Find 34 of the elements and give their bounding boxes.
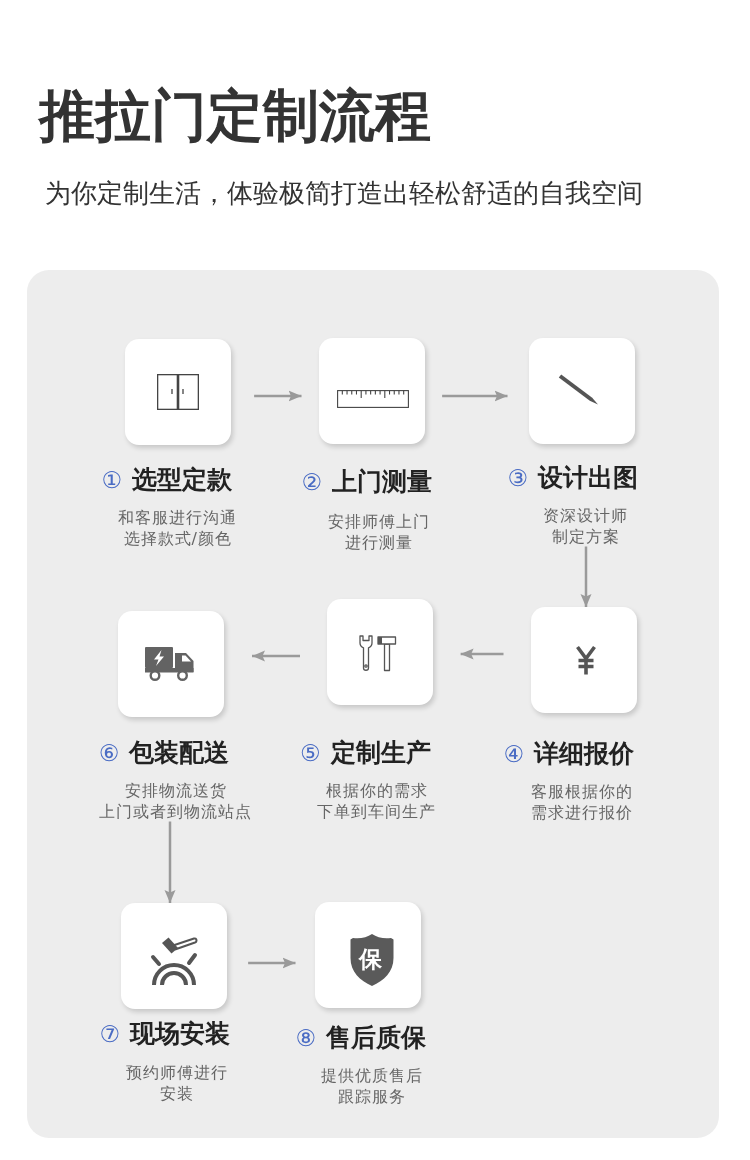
- step-description: 提供优质售后跟踪服务: [321, 1064, 424, 1107]
- step-title: 选型定款: [132, 465, 233, 495]
- arrow: [460, 648, 504, 660]
- arrow: [580, 546, 592, 607]
- step-title: 设计出图: [538, 463, 639, 493]
- subtitle: 为你定制生活，体验极简打造出轻松舒适的自我空间: [45, 177, 643, 209]
- step-number: ①: [101, 466, 123, 495]
- step-number: ⑤: [300, 739, 321, 768]
- arrow: [254, 390, 302, 402]
- shield-label: 保: [358, 945, 382, 972]
- step-number: ④: [503, 740, 525, 769]
- step-title: 现场安装: [130, 1019, 231, 1049]
- step-title: 上门测量: [332, 467, 433, 497]
- arrow: [248, 957, 296, 969]
- page-title: 推拉门定制流程: [39, 82, 431, 150]
- step-title: 详细报价: [534, 739, 635, 769]
- step-description: 资深设计师制定方案: [543, 504, 629, 547]
- step-description: 客服根据你的需求进行报价: [530, 780, 633, 823]
- step-number: ⑥: [98, 739, 120, 768]
- step-number: ③: [507, 464, 529, 493]
- step-description: 和客服进行沟通选择款式/颜色: [118, 507, 238, 549]
- step-description: 预约师傅进行安装: [125, 1061, 228, 1104]
- step-description: 根据你的需求下单到车间生产: [317, 779, 437, 822]
- step-title: 定制生产: [330, 738, 431, 768]
- step-title: 售后质保: [326, 1023, 427, 1053]
- arrow: [442, 390, 508, 402]
- step-number: ②: [301, 468, 323, 497]
- step-description: 安排师傅上门进行测量: [327, 510, 430, 553]
- step-number: ⑧: [295, 1024, 317, 1053]
- step-description: 安排物流送货上门或者到物流站点: [99, 779, 252, 822]
- step-number: ⑦: [99, 1020, 121, 1049]
- arrow: [252, 650, 300, 662]
- step-title: 包装配送: [129, 738, 230, 768]
- arrow: [164, 821, 176, 903]
